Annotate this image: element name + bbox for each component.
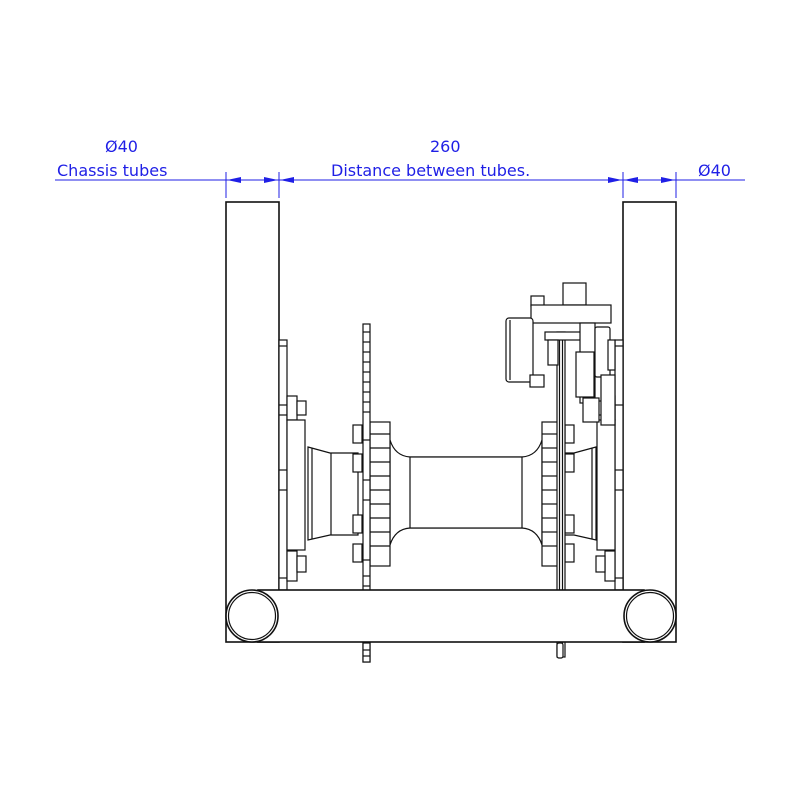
arrow-icon [661, 177, 675, 183]
right-chassis-tube [622, 201, 677, 643]
dimension-center: 260 Distance between tubes. [279, 137, 623, 183]
bolt-icon [352, 424, 363, 444]
cross-tube [225, 589, 677, 663]
left-tube-diameter-text: Ø40 [105, 137, 138, 156]
arrow-icon [280, 177, 294, 183]
bolt-icon [352, 543, 363, 563]
bolt-icon [564, 514, 575, 534]
center-distance-label-text: Distance between tubes. [331, 161, 530, 180]
center-distance-value-text: 260 [430, 137, 461, 156]
left-chassis-tube [225, 201, 280, 643]
right-hub-flange [541, 421, 575, 567]
arrow-icon [624, 177, 638, 183]
left-bearing-plate [278, 339, 307, 591]
arrow-icon [608, 177, 622, 183]
arrow-icon [227, 177, 241, 183]
bolt-icon [564, 424, 575, 444]
dimension-left-tube: Ø40 Chassis tubes [55, 137, 280, 198]
bolt-icon [352, 514, 363, 534]
brake-caliper [505, 282, 616, 426]
dimension-right-tube: Ø40 [622, 161, 745, 198]
right-tube-section-icon [623, 589, 677, 643]
left-hub-flange [352, 421, 391, 567]
bolt-icon [564, 543, 575, 563]
right-tube-diameter-text: Ø40 [698, 161, 731, 180]
arrow-icon [264, 177, 278, 183]
left-tube-label-text: Chassis tubes [57, 161, 167, 180]
bolt-icon [564, 453, 575, 473]
bolt-icon [352, 453, 363, 473]
left-tube-section-icon [225, 589, 279, 643]
